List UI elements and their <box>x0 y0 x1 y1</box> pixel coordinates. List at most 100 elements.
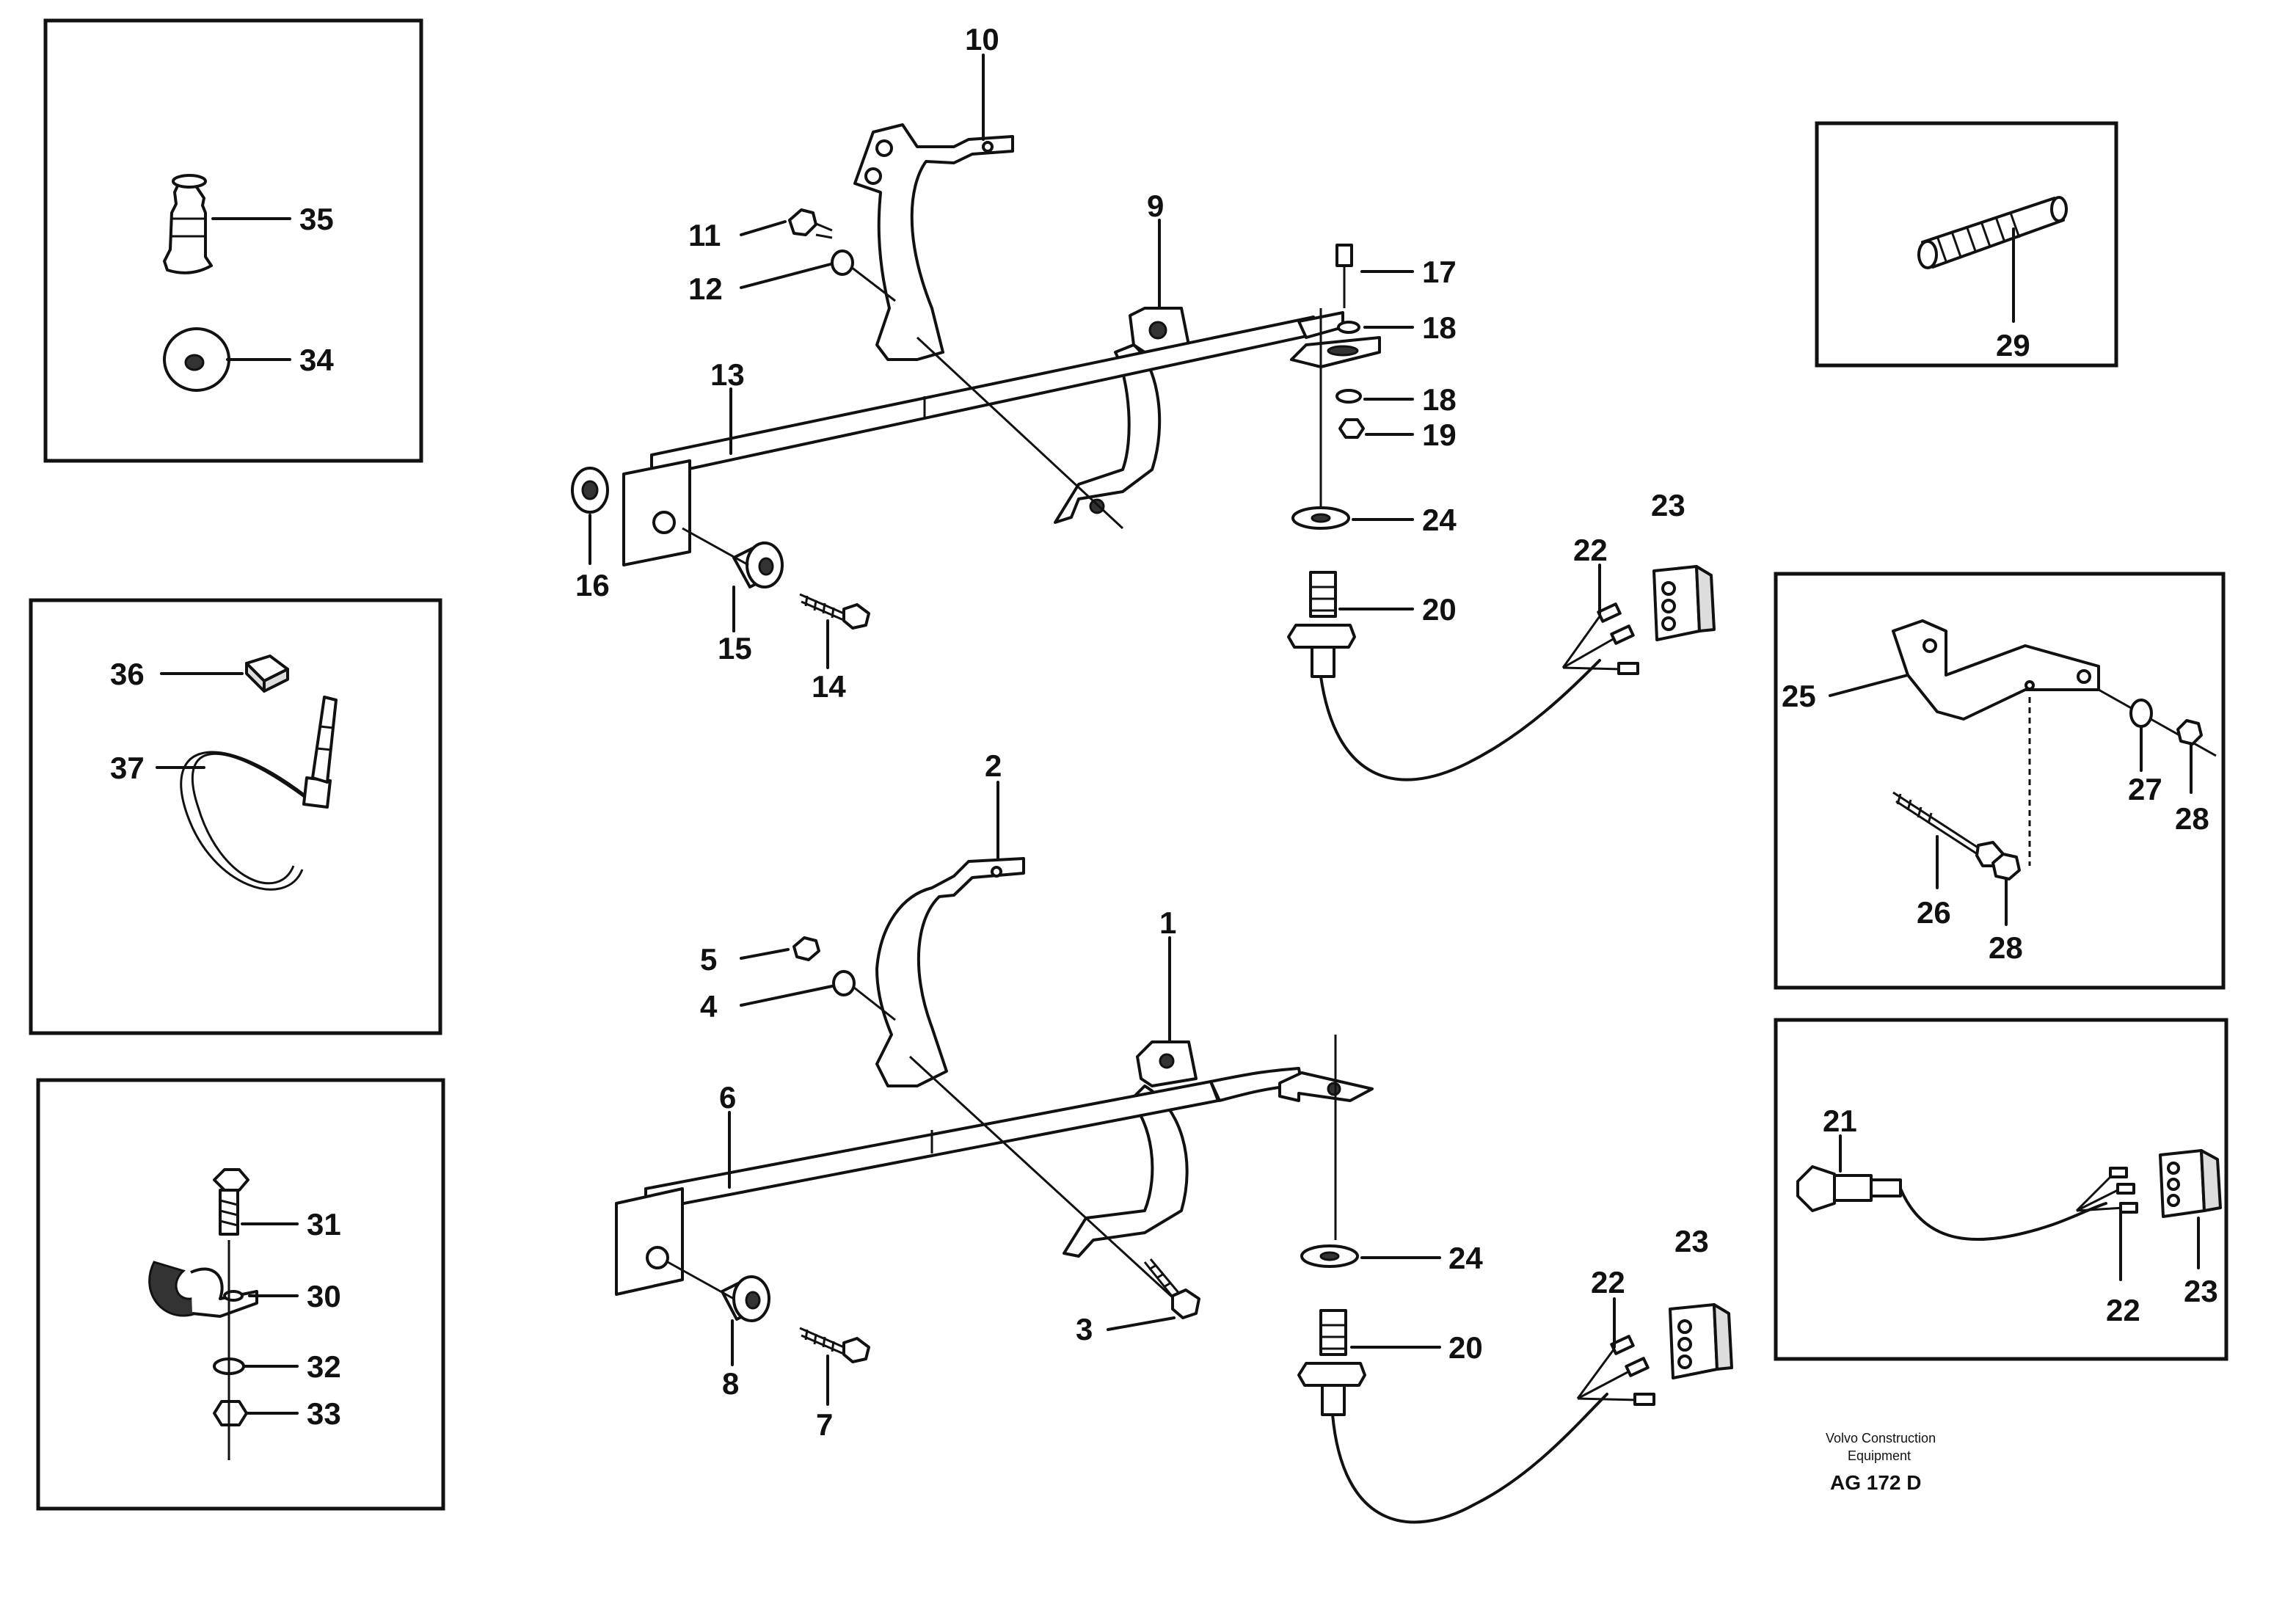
strap-bracket-part-10 <box>853 123 1014 361</box>
label-35: 35 <box>299 202 334 236</box>
washer-part-4 <box>832 970 856 996</box>
bolt-part-26 <box>1892 791 2005 867</box>
label-27: 27 <box>2128 772 2162 806</box>
lower-strap <box>1054 343 1162 524</box>
bolt-part-14 <box>799 593 870 630</box>
angle-bracket-part-25 <box>1892 619 2100 721</box>
label-29: 29 <box>1996 328 2030 362</box>
company-line-2: Equipment <box>1848 1448 1911 1463</box>
nut-part-19 <box>1338 418 1365 439</box>
washer-part-12 <box>831 249 854 276</box>
label-4: 4 <box>700 989 718 1024</box>
label-20-upper: 20 <box>1422 592 1457 627</box>
washer-hole-2 <box>1319 1251 1340 1261</box>
label-28-bottom: 28 <box>1989 930 2023 965</box>
label-9: 9 <box>1147 189 1164 223</box>
label-8: 8 <box>722 1366 739 1401</box>
label-25: 25 <box>1782 679 1816 713</box>
inset-box-sleeve: 29 <box>1815 121 2118 368</box>
sensor-part-21 <box>1796 1165 2107 1242</box>
label-28-right: 28 <box>2175 801 2209 836</box>
washer-part-18-lower <box>1335 389 1362 404</box>
label-33: 33 <box>307 1396 341 1431</box>
label-22-lower: 22 <box>1591 1265 1625 1299</box>
label-13: 13 <box>710 357 745 392</box>
spacer-block-part-1 <box>1136 1040 1198 1087</box>
label-24-lower: 24 <box>1448 1241 1483 1275</box>
label-1: 1 <box>1159 905 1176 940</box>
label-12: 12 <box>688 271 723 306</box>
label-3: 3 <box>1076 1312 1093 1346</box>
label-23-inset: 23 <box>2184 1274 2218 1308</box>
label-20-lower: 20 <box>1448 1330 1483 1365</box>
washer-part-18-upper <box>1337 321 1360 334</box>
bushing-part-8 <box>721 1275 770 1322</box>
nut-part-28-bottom <box>1991 853 2021 881</box>
washer-part-27 <box>2129 699 2153 728</box>
strap-bracket-part-2 <box>875 857 1025 1087</box>
spiral-sleeve-part-29 <box>1917 196 2068 269</box>
rod-part-6 <box>644 1067 1303 1212</box>
label-16: 16 <box>575 568 610 602</box>
nut-part-11 <box>788 208 833 239</box>
lower-strap-2 <box>1063 1084 1189 1258</box>
bolt-part-7 <box>799 1327 870 1363</box>
label-7: 7 <box>816 1407 833 1442</box>
upper-sensor-assembly: 10 9 13 16 <box>571 22 1716 781</box>
label-22-upper: 22 <box>1573 533 1608 567</box>
nut-part-5 <box>792 936 820 961</box>
bolt-part-3 <box>1143 1258 1200 1319</box>
nut-part-33 <box>213 1400 248 1426</box>
inset-box-bracket: 25 27 28 26 28 <box>1774 572 2226 990</box>
label-6: 6 <box>719 1080 736 1115</box>
label-32: 32 <box>307 1349 341 1384</box>
connector-part-23-inset <box>2159 1149 2222 1218</box>
company-line-1: Volvo Construction <box>1826 1431 1936 1446</box>
label-19: 19 <box>1422 418 1457 452</box>
grommet-part-34 <box>163 327 230 392</box>
label-23-lower: 23 <box>1674 1224 1709 1258</box>
label-18-lower: 18 <box>1422 382 1457 417</box>
end-plate-2 <box>615 1187 684 1296</box>
lower-sensor-assembly: 2 1 6 5 4 <box>615 748 1733 1524</box>
drawing-code: AG 172 D <box>1830 1471 1922 1494</box>
sensor-bracket-2 <box>1278 1071 1374 1102</box>
washer-part-16 <box>571 467 609 514</box>
label-15: 15 <box>718 631 752 666</box>
tie-block-part-36 <box>245 655 289 693</box>
label-10: 10 <box>965 22 999 56</box>
inset-box-pressure-sensor: 21 22 23 <box>1774 1018 2228 1361</box>
label-34: 34 <box>299 343 334 377</box>
end-plate <box>622 459 691 566</box>
label-36: 36 <box>110 657 145 691</box>
label-22-inset: 22 <box>2106 1293 2140 1327</box>
washer-hole <box>1311 513 1331 523</box>
label-11: 11 <box>688 218 721 252</box>
bolt-part-17 <box>1335 244 1353 308</box>
wire-leads-part-22-lower <box>1576 1335 1655 1406</box>
inset-box-cable-ties: 36 37 <box>29 598 442 1035</box>
speed-sensor-part-20-upper <box>1287 571 1601 781</box>
connector-part-23-upper <box>1652 565 1716 641</box>
cable-tie-part-37 <box>180 696 338 891</box>
label-5: 5 <box>700 942 717 977</box>
label-2: 2 <box>985 748 1002 783</box>
nut-part-28-right <box>2176 719 2203 745</box>
rod-part-13 <box>650 311 1344 478</box>
title-block: Volvo Construction Equipment AG 172 D <box>1826 1431 1936 1494</box>
label-23-upper: 23 <box>1651 488 1685 522</box>
label-26: 26 <box>1917 895 1951 930</box>
spacer-block-part-9 <box>1129 307 1190 354</box>
label-37: 37 <box>110 751 145 785</box>
label-31: 31 <box>307 1207 341 1242</box>
label-24-upper: 24 <box>1422 503 1457 537</box>
wire-leads-part-22-upper <box>1561 602 1639 675</box>
label-14: 14 <box>812 669 846 704</box>
wire-leads-part-22-inset <box>2075 1167 2138 1214</box>
inset-box-grommets: 35 34 <box>43 18 423 463</box>
speed-sensor-part-20-lower <box>1297 1309 1608 1524</box>
connector-part-23-lower <box>1669 1303 1733 1379</box>
bushing-part-15 <box>732 542 784 588</box>
rubber-clamp-part-30 <box>148 1261 258 1318</box>
